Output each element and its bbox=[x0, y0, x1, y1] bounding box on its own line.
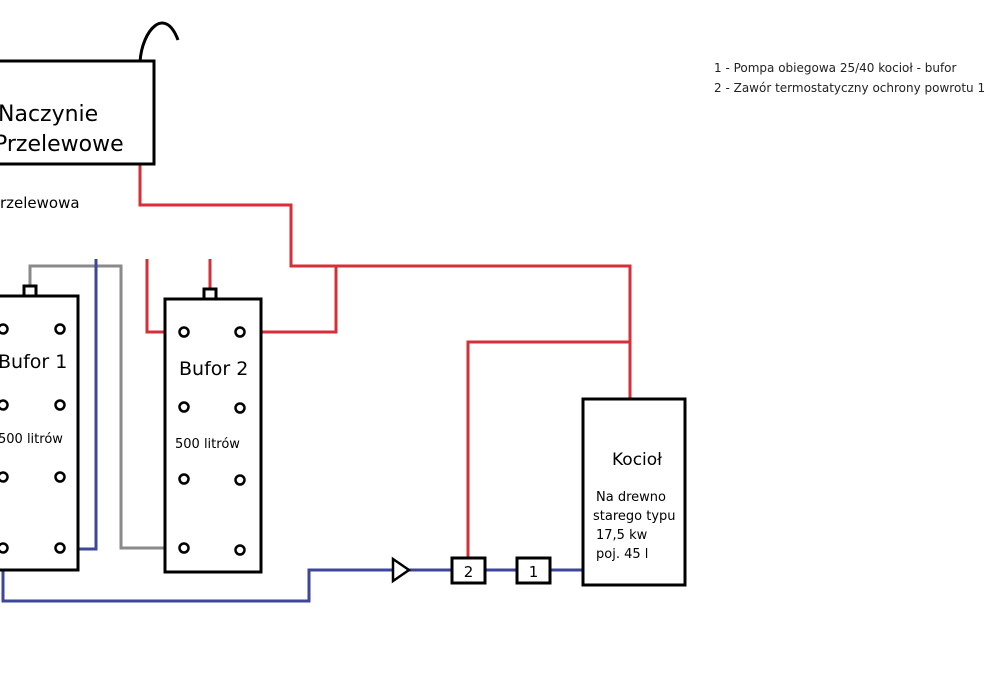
gray-pipe-buffer1-top bbox=[28, 264, 184, 550]
buffer2-port bbox=[234, 402, 246, 414]
boiler-desc-line3: 17,5 kw bbox=[596, 528, 648, 543]
buffer2-port bbox=[234, 544, 246, 556]
overflow-pipe-label: rzelewowa bbox=[0, 194, 80, 212]
expansion-vessel-label-line2: Przelewowe bbox=[0, 132, 124, 157]
buffer1-port bbox=[0, 542, 9, 554]
buffer2-ports bbox=[178, 326, 246, 556]
pump-number: 1 bbox=[529, 563, 539, 581]
thermostatic-valve-box bbox=[450, 556, 487, 585]
buffer1-name: Bufor 1 bbox=[0, 351, 67, 373]
expansion-vessel-label-line1: Naczynie bbox=[0, 102, 98, 127]
buffer1-port bbox=[54, 542, 66, 554]
buffer2-port bbox=[178, 473, 190, 485]
pump-box bbox=[515, 556, 552, 585]
buffer2-capacity: 500 litrów bbox=[175, 437, 240, 452]
return-pipes bbox=[0, 259, 583, 603]
legend-item-pump: 1 - Pompa obiegowa 25/40 kocioł - bufor bbox=[714, 61, 957, 75]
supply-pipe-buffer2-right bbox=[242, 266, 338, 334]
buffer1-port bbox=[0, 323, 9, 335]
supply-pipes bbox=[138, 164, 632, 558]
buffer2-port bbox=[234, 326, 246, 338]
gray-pipes bbox=[28, 264, 184, 550]
buffer1-port bbox=[54, 323, 66, 335]
buffer1-capacity: 500 litrów bbox=[0, 432, 63, 447]
buffer2-port bbox=[178, 326, 190, 338]
supply-pipe-vessel-to-boiler bbox=[138, 164, 632, 399]
buffer2-port bbox=[234, 474, 246, 486]
return-pipe-main bbox=[1, 548, 583, 603]
buffer2-port bbox=[178, 542, 190, 554]
boiler-box bbox=[581, 397, 687, 587]
buffer1-tank bbox=[0, 294, 80, 572]
buffer2-name: Bufor 2 bbox=[179, 358, 248, 380]
boiler-desc-line4: poj. 45 l bbox=[596, 547, 648, 562]
buffer2-tank bbox=[163, 297, 263, 574]
buffer1-ports bbox=[0, 323, 66, 554]
buffer1-port bbox=[54, 399, 66, 411]
legend: 1 - Pompa obiegowa 25/40 kocioł - bufor … bbox=[714, 58, 985, 98]
boiler-name: Kocioł bbox=[612, 450, 662, 470]
buffer1-port bbox=[54, 471, 66, 483]
legend-item-valve: 2 - Zawór termostatyczny ochrony powrotu… bbox=[714, 81, 986, 95]
thermostatic-valve-number: 2 bbox=[464, 563, 474, 581]
check-valve-icon bbox=[391, 556, 412, 584]
boiler-desc-line2: starego typu bbox=[593, 509, 676, 524]
buffer2-port bbox=[178, 401, 190, 413]
boiler-desc-line1: Na drewno bbox=[596, 490, 666, 505]
supply-pipe-boiler-to-valve bbox=[466, 340, 630, 558]
overflow-hook bbox=[138, 21, 180, 63]
buffer1-port bbox=[0, 471, 9, 483]
expansion-vessel bbox=[0, 59, 156, 166]
buffer1-port bbox=[0, 399, 9, 411]
